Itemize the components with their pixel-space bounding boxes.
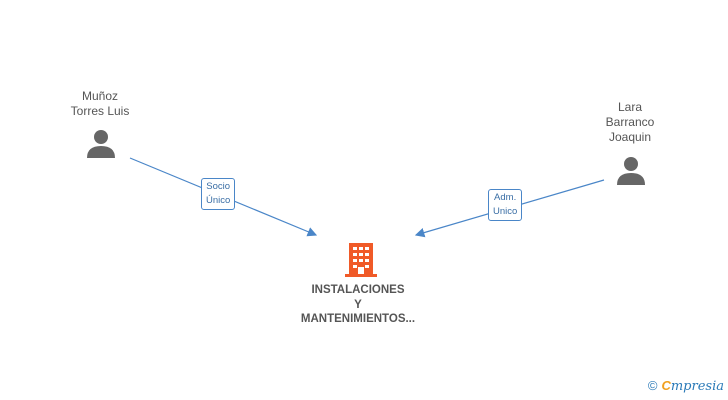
building-icon[interactable] [345,243,377,277]
empresia-watermark: ©Cmpresia [648,378,724,394]
copyright-symbol: © [647,378,658,393]
person-right-icon[interactable] [616,155,646,185]
person-right-name[interactable]: Lara Barranco Joaquin [605,100,655,144]
edge-left-label[interactable]: Socio Único [201,178,236,210]
brand-logo-text: mpresia [670,379,724,394]
brand-logo-letter: C [661,378,671,393]
company-name[interactable]: INSTALACIONES Y MANTENIMIENTOS... [300,284,416,325]
edge-right-label[interactable]: Adm. Unico [488,189,523,221]
person-left-name[interactable]: Muñoz Torres Luis [70,89,130,118]
person-left-icon[interactable] [86,128,116,158]
